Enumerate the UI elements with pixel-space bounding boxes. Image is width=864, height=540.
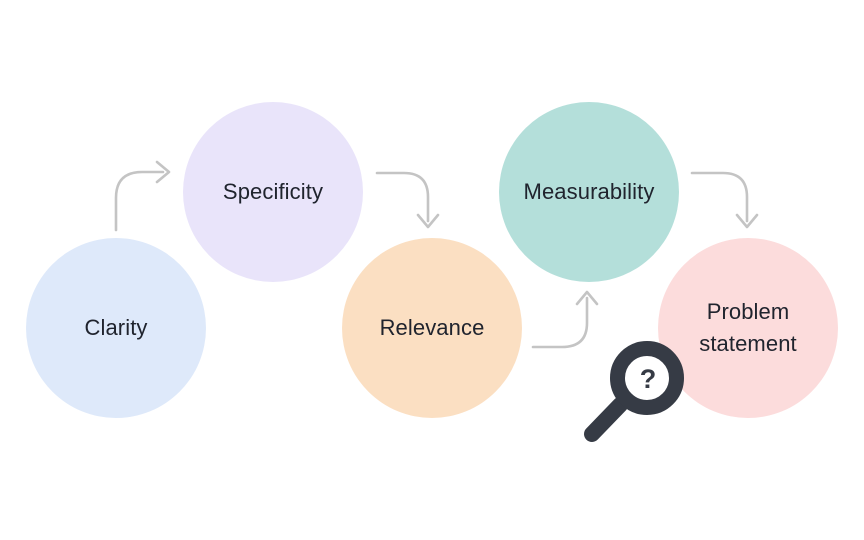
node-measurability-label: Measurability (523, 179, 655, 205)
node-relevance: Relevance (342, 238, 522, 418)
arrow-measurability-to-problem-statement (690, 171, 759, 229)
node-relevance-label: Relevance (379, 315, 485, 341)
node-problem-statement-label: Problem statement (699, 299, 797, 356)
magnifier-question-glyph: ? (640, 364, 657, 394)
arrow-clarity-to-specificity (114, 160, 171, 232)
arrow-relevance-to-measurability (531, 290, 599, 349)
arrow-specificity-to-relevance (375, 171, 440, 229)
node-specificity-label: Specificity (222, 179, 324, 205)
node-problem-statement: Problem statement (658, 238, 838, 418)
node-clarity-label: Clarity (84, 315, 148, 341)
node-clarity: Clarity (26, 238, 206, 418)
node-specificity: Specificity (183, 102, 363, 282)
node-measurability: Measurability (499, 102, 679, 282)
